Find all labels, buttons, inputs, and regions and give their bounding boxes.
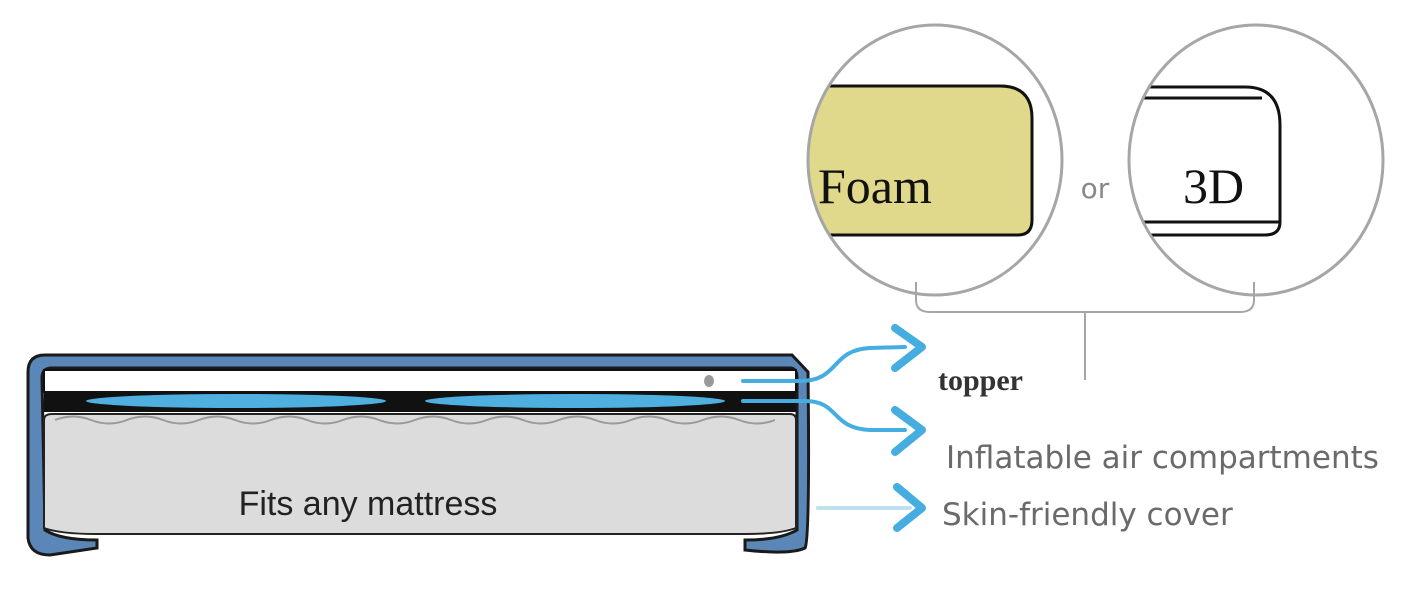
- cover-label: Skin-friendly cover: [942, 497, 1233, 533]
- air-compartments-label: Inflatable air compartments: [946, 440, 1379, 476]
- topper-label: topper: [938, 364, 1023, 397]
- air-compartment-left: [86, 394, 386, 408]
- valve-icon: [704, 375, 714, 387]
- topper-layer: [43, 369, 797, 393]
- or-separator: or: [1081, 172, 1110, 205]
- air-arrow-head-icon: [891, 406, 926, 456]
- mattress-cross-section: Fits any mattress: [26, 353, 811, 557]
- topper-arrow-head-icon: [891, 324, 926, 372]
- cover-arrow-head-icon: [893, 483, 926, 532]
- mattress-label: Fits any mattress: [239, 485, 498, 523]
- topper-arrow: [741, 345, 907, 383]
- quilting-line: [54, 415, 776, 425]
- 3d-label: 3D: [1183, 158, 1244, 214]
- options-bracket: [915, 282, 1255, 380]
- air-compartment-right: [425, 394, 725, 408]
- foam-layer: [808, 84, 1034, 237]
- air-arrow: [741, 399, 907, 432]
- foam-label: Foam: [818, 158, 932, 214]
- callout-arrows: [741, 324, 926, 532]
- 3d-option-circle: 3D: [1127, 23, 1385, 297]
- mattress-body: [43, 413, 797, 535]
- foam-option-circle: Foam: [806, 23, 1064, 297]
